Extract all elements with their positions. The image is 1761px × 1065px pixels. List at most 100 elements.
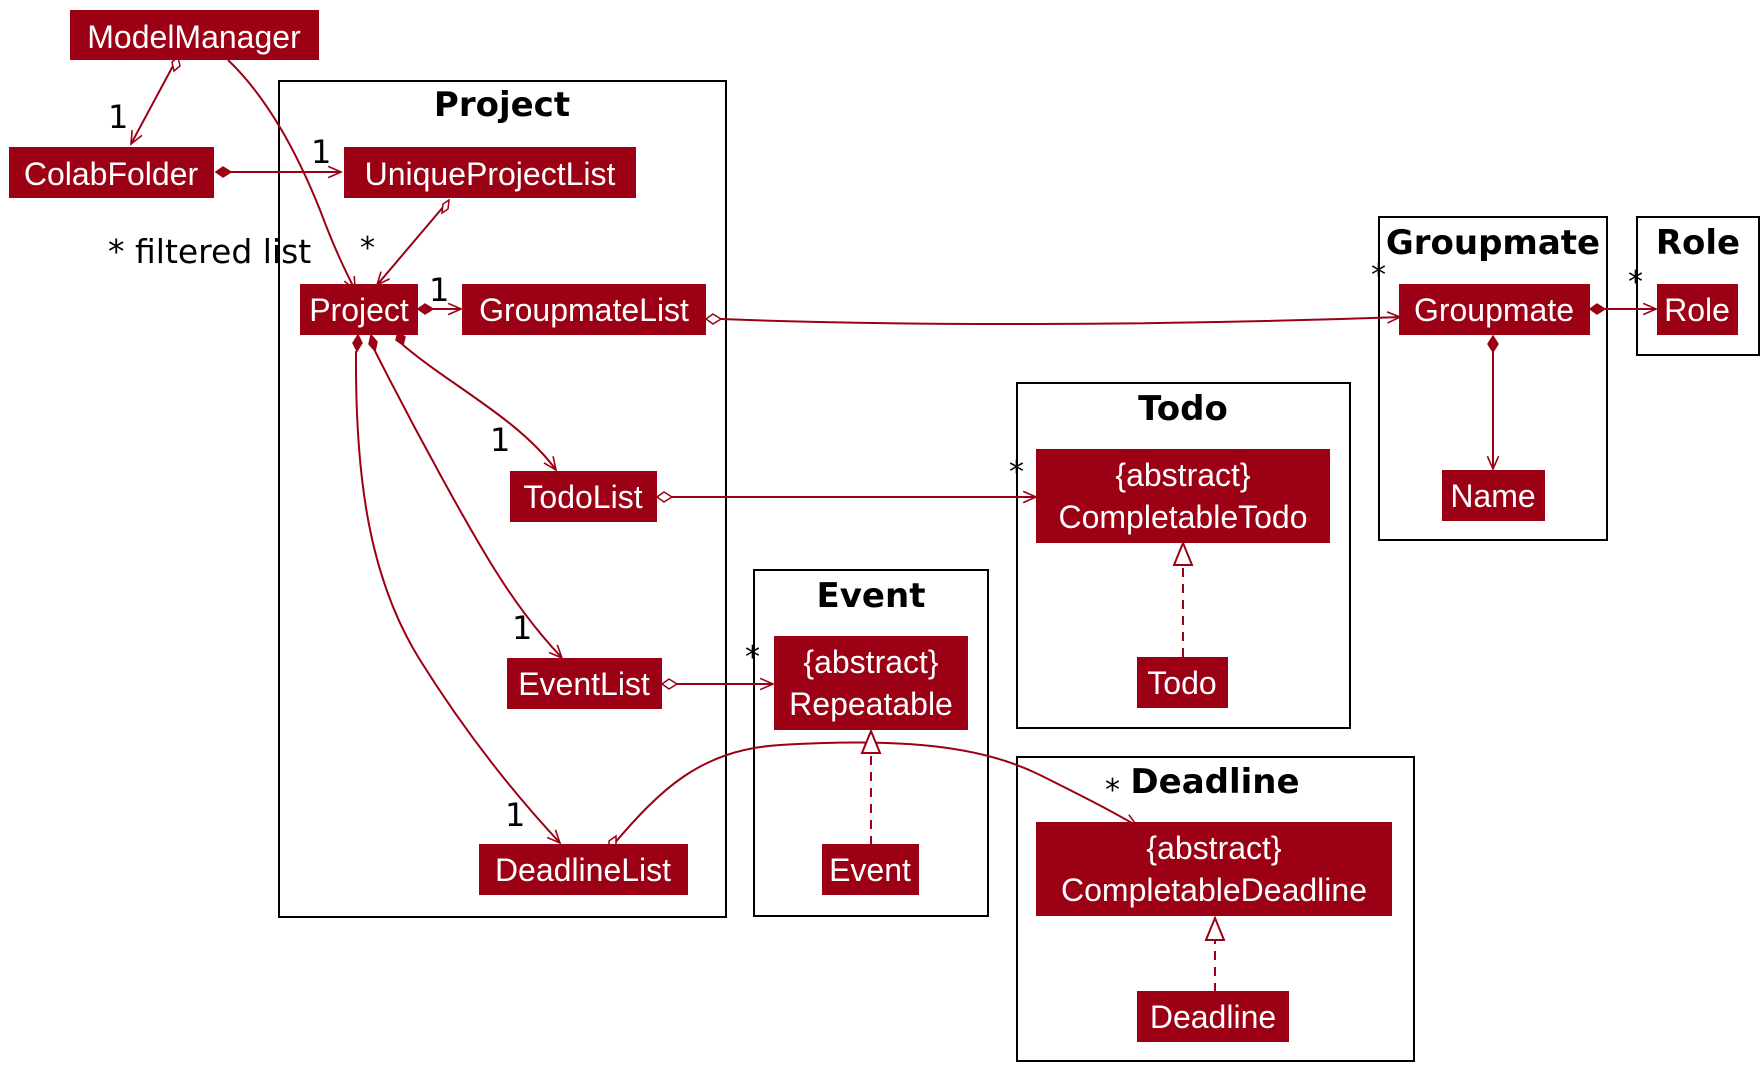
class-eventlist[interactable]: EventList (507, 658, 662, 709)
composition-diamond-icon (352, 333, 363, 353)
class-repeatable[interactable]: {abstract} Repeatable (774, 636, 968, 730)
edge-groupmate-role (1588, 303, 1656, 315)
note-filtered-list: * filtered list (108, 232, 311, 271)
mult-groupmatelist-groupmate: * (1371, 258, 1386, 293)
class-project-label: Project (309, 292, 409, 328)
class-todolist-label: TodoList (523, 479, 642, 515)
aggregation-diamond-icon (660, 678, 679, 690)
class-role-label: Role (1664, 292, 1730, 328)
edge-modelmanager-project (227, 59, 356, 290)
class-completabletodo-box (1036, 449, 1330, 543)
class-completabletodo-stereotype: {abstract} (1115, 457, 1251, 493)
class-completabletodo[interactable]: {abstract} CompletableTodo (1036, 449, 1330, 543)
mult-project-groupmatelist: 1 (429, 271, 449, 309)
class-deadline-label: Deadline (1150, 999, 1276, 1035)
class-deadline-box (1137, 991, 1289, 1042)
edge-todolist-completabletodo (655, 491, 1036, 503)
class-role[interactable]: Role (1657, 284, 1738, 335)
edge-groupmatelist-groupmate (704, 313, 1400, 326)
class-deadline[interactable]: Deadline (1137, 991, 1289, 1042)
class-groupmate-box (1399, 284, 1590, 335)
class-modelmanager[interactable]: ModelManager (70, 10, 319, 60)
class-completabledeadline-label: CompletableDeadline (1061, 872, 1367, 908)
edge-project-deadlinelist (352, 333, 560, 843)
edge-colabfolder-uniqueprojectlist (214, 166, 341, 178)
class-role-box (1657, 284, 1738, 335)
class-event-box (822, 844, 919, 895)
class-eventlist-box (507, 658, 662, 709)
edge-groupmate-name (1487, 334, 1499, 469)
package-event-title: Event (817, 576, 926, 616)
class-event[interactable]: Event (822, 844, 919, 895)
class-todo-label: Todo (1147, 665, 1216, 701)
realization-triangle-icon (1172, 540, 1194, 566)
mult-project-eventlist: 1 (512, 609, 532, 647)
class-groupmatelist[interactable]: GroupmateList (462, 284, 706, 335)
class-colabfolder[interactable]: ColabFolder (9, 147, 214, 198)
class-groupmatelist-label: GroupmateList (479, 292, 689, 328)
class-completabledeadline[interactable]: {abstract} CompletableDeadline (1036, 822, 1392, 916)
mult-uniqueprojectlist-project: * (360, 231, 375, 266)
class-repeatable-box (774, 636, 968, 730)
mult-groupmate-role: * (1628, 265, 1643, 300)
mult-todolist-completabletodo: * (1009, 455, 1024, 490)
edge-modelmanager-colabfolder (131, 55, 181, 144)
edge-todo-completabletodo (1172, 540, 1194, 657)
class-name[interactable]: Name (1442, 470, 1545, 521)
class-uniqueprojectlist[interactable]: UniqueProjectList (344, 147, 636, 198)
aggregation-diamond-icon (171, 55, 181, 73)
composition-diamond-icon (1588, 303, 1607, 315)
class-modelmanager-label: ModelManager (87, 19, 301, 55)
class-completabledeadline-stereotype: {abstract} (1146, 830, 1282, 866)
edge-event-repeatable (860, 728, 882, 845)
class-uniqueprojectlist-label: UniqueProjectList (365, 156, 616, 192)
class-modelmanager-box (70, 10, 319, 60)
class-todolist[interactable]: TodoList (510, 471, 657, 522)
composition-diamond-icon (1487, 334, 1499, 354)
class-colabfolder-box (9, 147, 214, 198)
class-project[interactable]: Project (300, 284, 418, 335)
class-name-box (1442, 470, 1545, 521)
package-groupmate-title: Groupmate (1386, 223, 1600, 263)
realization-triangle-icon (1204, 915, 1226, 941)
edge-project-eventlist (368, 333, 562, 658)
package-role-title: Role (1656, 223, 1740, 263)
composition-diamond-icon (368, 333, 378, 353)
class-event-label: Event (829, 852, 911, 888)
mult-colabfolder-uniqueprojectlist: 1 (311, 133, 331, 171)
class-groupmate-label: Groupmate (1414, 292, 1574, 328)
aggregation-diamond-icon (655, 491, 674, 503)
package-todo-title: Todo (1138, 389, 1228, 429)
composition-diamond-icon (214, 166, 233, 178)
class-deadlinelist-label: DeadlineList (495, 852, 671, 888)
class-todolist-box (510, 471, 657, 522)
edge-deadline-completabledeadline (1204, 915, 1226, 992)
edge-project-groupmatelist (416, 303, 461, 315)
edge-project-todolist (395, 330, 556, 470)
class-repeatable-label: Repeatable (789, 686, 953, 722)
aggregation-diamond-icon (704, 313, 723, 325)
package-project-title: Project (434, 85, 570, 125)
class-repeatable-stereotype: {abstract} (803, 644, 939, 680)
class-completabledeadline-box (1036, 822, 1392, 916)
mult-deadlinelist-completabledeadline: * (1105, 773, 1120, 808)
mult-project-todolist: 1 (490, 421, 510, 459)
class-eventlist-label: EventList (518, 666, 650, 702)
aggregation-diamond-icon (441, 198, 450, 215)
class-completabletodo-label: CompletableTodo (1058, 499, 1307, 535)
edge-eventlist-repeatable (660, 678, 773, 690)
edge-uniqueprojectlist-project (377, 198, 450, 285)
class-deadlinelist[interactable]: DeadlineList (479, 844, 688, 895)
class-name-label: Name (1450, 478, 1535, 514)
class-groupmatelist-box (462, 284, 706, 335)
mult-project-deadlinelist: 1 (505, 796, 525, 834)
composition-diamond-icon (395, 330, 406, 347)
package-deadline-title: Deadline (1130, 762, 1299, 802)
class-todo[interactable]: Todo (1137, 657, 1228, 708)
mult-modelmanager-colabfolder: 1 (108, 98, 128, 136)
class-uniqueprojectlist-box (344, 147, 636, 198)
class-deadlinelist-box (479, 844, 688, 895)
class-groupmate[interactable]: Groupmate (1399, 284, 1590, 335)
composition-diamond-icon (416, 303, 435, 315)
